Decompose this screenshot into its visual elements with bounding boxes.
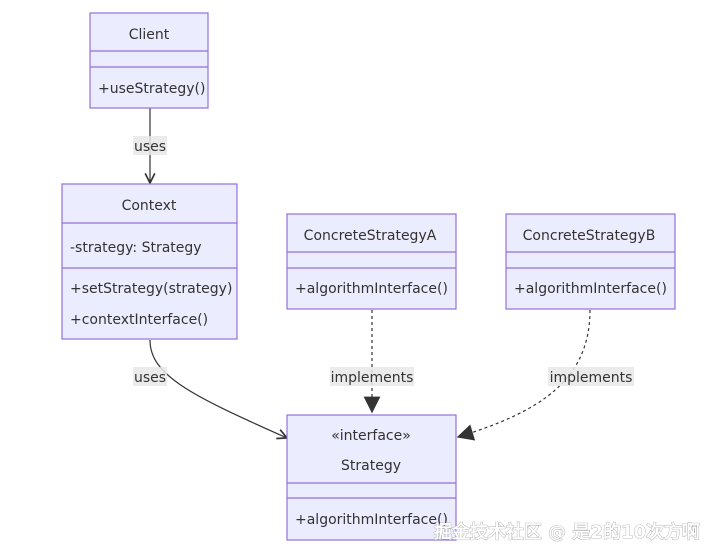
method-algorithm-interface-b: +algorithmInterface() (514, 281, 667, 297)
edge-concrete-a-strategy: implements (330, 310, 414, 414)
class-name-strategy: Strategy (341, 458, 401, 474)
attribute-strategy: -strategy: Strategy (70, 240, 202, 256)
class-strategy: «interface» Strategy +algorithmInterface… (286, 414, 457, 541)
class-context: Context -strategy: Strategy +setStrategy… (61, 183, 238, 340)
method-algorithm-interface-strategy: +algorithmInterface() (295, 512, 448, 528)
edge-label-bg (133, 136, 167, 155)
edge-label-uses-1: uses (134, 139, 166, 155)
edge-label-implements-b: implements (550, 370, 633, 386)
method-algorithm-interface-a: +algorithmInterface() (295, 281, 448, 297)
method-context-interface: +contextInterface() (70, 312, 208, 328)
edge-label-bg (330, 367, 414, 386)
watermark: 掘金技术社区 @ 是2的10次方啊 (434, 521, 700, 543)
class-name-context: Context (122, 198, 177, 214)
edge-label-bg (548, 367, 634, 386)
class-client: Client +useStrategy() (89, 12, 209, 109)
class-concrete-strategy-b: ConcreteStrategyB +algorithmInterface() (505, 213, 676, 310)
class-name-client: Client (129, 27, 170, 43)
edge-context-strategy: uses (133, 339, 287, 438)
edge-label-bg (133, 367, 167, 386)
edge-label-uses-2: uses (134, 370, 166, 386)
class-concrete-strategy-a: ConcreteStrategyA +algorithmInterface() (286, 213, 457, 310)
edge-label-implements-a: implements (331, 370, 414, 386)
edge-client-context: uses (133, 108, 167, 183)
method-set-strategy: +setStrategy(strategy) (70, 281, 232, 297)
class-name-concrete-b: ConcreteStrategyB (523, 228, 656, 244)
method-use-strategy: +useStrategy() (98, 81, 205, 97)
edge-concrete-b-strategy: implements (456, 309, 634, 441)
class-name-concrete-a: ConcreteStrategyA (304, 228, 437, 244)
stereotype-interface: «interface» (331, 428, 411, 444)
